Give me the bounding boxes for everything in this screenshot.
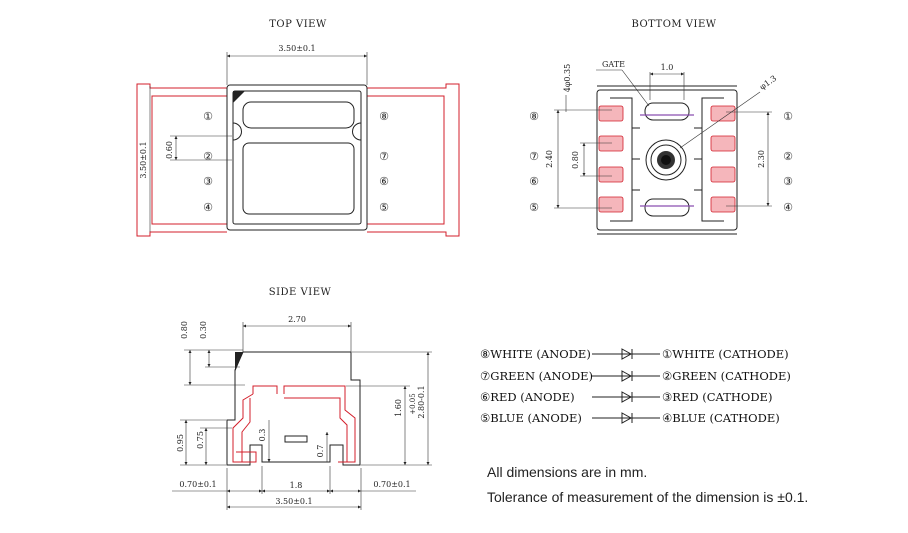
side-dim-0-95: 0.95 — [176, 434, 185, 452]
side-dim-left: 0.70±0.1 — [179, 480, 216, 489]
bottom-dim-0-80: 0.80 — [571, 151, 580, 169]
side-dim-0-7: 0.7 — [316, 445, 325, 458]
top-pin-2: ② — [203, 150, 213, 163]
side-dim-height-tol: +0.05 — [409, 393, 417, 414]
top-pitch-dim: 0.60 — [165, 141, 174, 159]
bottom-dim-2-40: 2.40 — [545, 150, 554, 168]
bottom-pin-5: ⑤ — [529, 201, 539, 214]
top-view-title: TOP VIEW — [269, 19, 327, 30]
bottom-pads-right — [710, 105, 736, 213]
legend-anode-white: ⑧WHITE (ANODE) — [480, 347, 591, 361]
bottom-pin-7: ⑦ — [529, 150, 539, 163]
side-dim-1-8: 1.8 — [290, 481, 303, 490]
side-dim-0-30: 0.30 — [199, 321, 208, 339]
bottom-gate-label: GATE — [602, 60, 625, 69]
bottom-view: BOTTOM VIEW — [529, 19, 793, 235]
legend-anode-red: ⑥RED (ANODE) — [480, 390, 575, 404]
side-dim-0-3: 0.3 — [258, 429, 267, 442]
bottom-dim-2-30: 2.30 — [757, 150, 766, 168]
top-width-dim: 3.50±0.1 — [278, 44, 315, 53]
top-right-leads — [367, 83, 460, 237]
top-package-body — [226, 84, 368, 231]
bottom-detector — [645, 139, 687, 181]
side-view-title: SIDE VIEW — [269, 287, 332, 298]
pin-legend: ⑧WHITE (ANODE) ①WHITE (CATHODE) ⑦GREEN (… — [480, 347, 791, 425]
side-dim-0-75: 0.75 — [196, 431, 205, 449]
bottom-pin-3: ③ — [783, 175, 793, 188]
legend-row-blue: ⑤BLUE (ANODE) ④BLUE (CATHODE) — [480, 411, 780, 425]
bottom-pads-left — [598, 105, 624, 213]
top-pin-8: ⑧ — [379, 110, 389, 123]
bottom-pin-1: ① — [783, 110, 793, 123]
legend-row-white: ⑧WHITE (ANODE) ①WHITE (CATHODE) — [480, 347, 789, 361]
bottom-pin-4: ④ — [783, 201, 793, 214]
bottom-pad-top-oval — [644, 102, 690, 121]
bottom-view-title: BOTTOM VIEW — [631, 19, 716, 30]
top-pin-4: ④ — [203, 201, 213, 214]
bottom-pad-bottom-oval — [644, 198, 690, 217]
bottom-pin-6: ⑥ — [529, 175, 539, 188]
bottom-pin-8: ⑧ — [529, 110, 539, 123]
top-view: TOP VIEW 3.50±0.1 0.60 3.50±0.1 ① ② ③ ④ … — [136, 19, 460, 237]
side-dim-2-70: 2.70 — [288, 315, 306, 324]
legend-anode-green: ⑦GREEN (ANODE) — [480, 369, 593, 383]
top-window-lower — [242, 142, 355, 215]
side-dim-1-60: 1.60 — [394, 399, 403, 417]
side-dim-total: 3.50±0.1 — [275, 497, 312, 506]
top-pin-5: ⑤ — [379, 201, 389, 214]
note-tolerance: Tolerance of measurement of the dimensio… — [487, 489, 808, 505]
side-dim-0-80: 0.80 — [180, 321, 189, 339]
legend-cathode-blue: ④BLUE (CATHODE) — [662, 411, 780, 425]
legend-anode-blue: ⑤BLUE (ANODE) — [480, 411, 582, 425]
top-window-upper — [242, 101, 355, 129]
bottom-dim-4phi: 4φ0.35 — [563, 64, 572, 93]
legend-cathode-red: ③RED (CATHODE) — [662, 390, 772, 404]
top-pin-1: ① — [203, 110, 213, 123]
side-leads — [252, 385, 356, 463]
side-dim-height: 2.80-0.1 — [417, 385, 426, 418]
legend-row-green: ⑦GREEN (ANODE) ②GREEN (CATHODE) — [480, 369, 791, 383]
top-pin-6: ⑥ — [379, 175, 389, 188]
note-units: All dimensions are in mm. — [487, 464, 647, 480]
bottom-package-body — [596, 89, 738, 231]
bottom-pin-2: ② — [783, 150, 793, 163]
top-pin-3: ③ — [203, 175, 213, 188]
top-height-dim: 3.50±0.1 — [139, 141, 148, 178]
bottom-dim-1-0: 1.0 — [661, 63, 674, 72]
legend-cathode-white: ①WHITE (CATHODE) — [662, 347, 789, 361]
legend-cathode-green: ②GREEN (CATHODE) — [662, 369, 791, 383]
legend-row-red: ⑥RED (ANODE) ③RED (CATHODE) — [480, 390, 772, 404]
bottom-dim-phi: φ1.3 — [758, 74, 778, 92]
side-package-body — [226, 351, 361, 466]
side-view: SIDE VIEW 2.70 0.80 0.30 0.95 0.75 — [172, 287, 432, 510]
top-pin-7: ⑦ — [379, 150, 389, 163]
side-dim-right: 0.70±0.1 — [373, 480, 410, 489]
